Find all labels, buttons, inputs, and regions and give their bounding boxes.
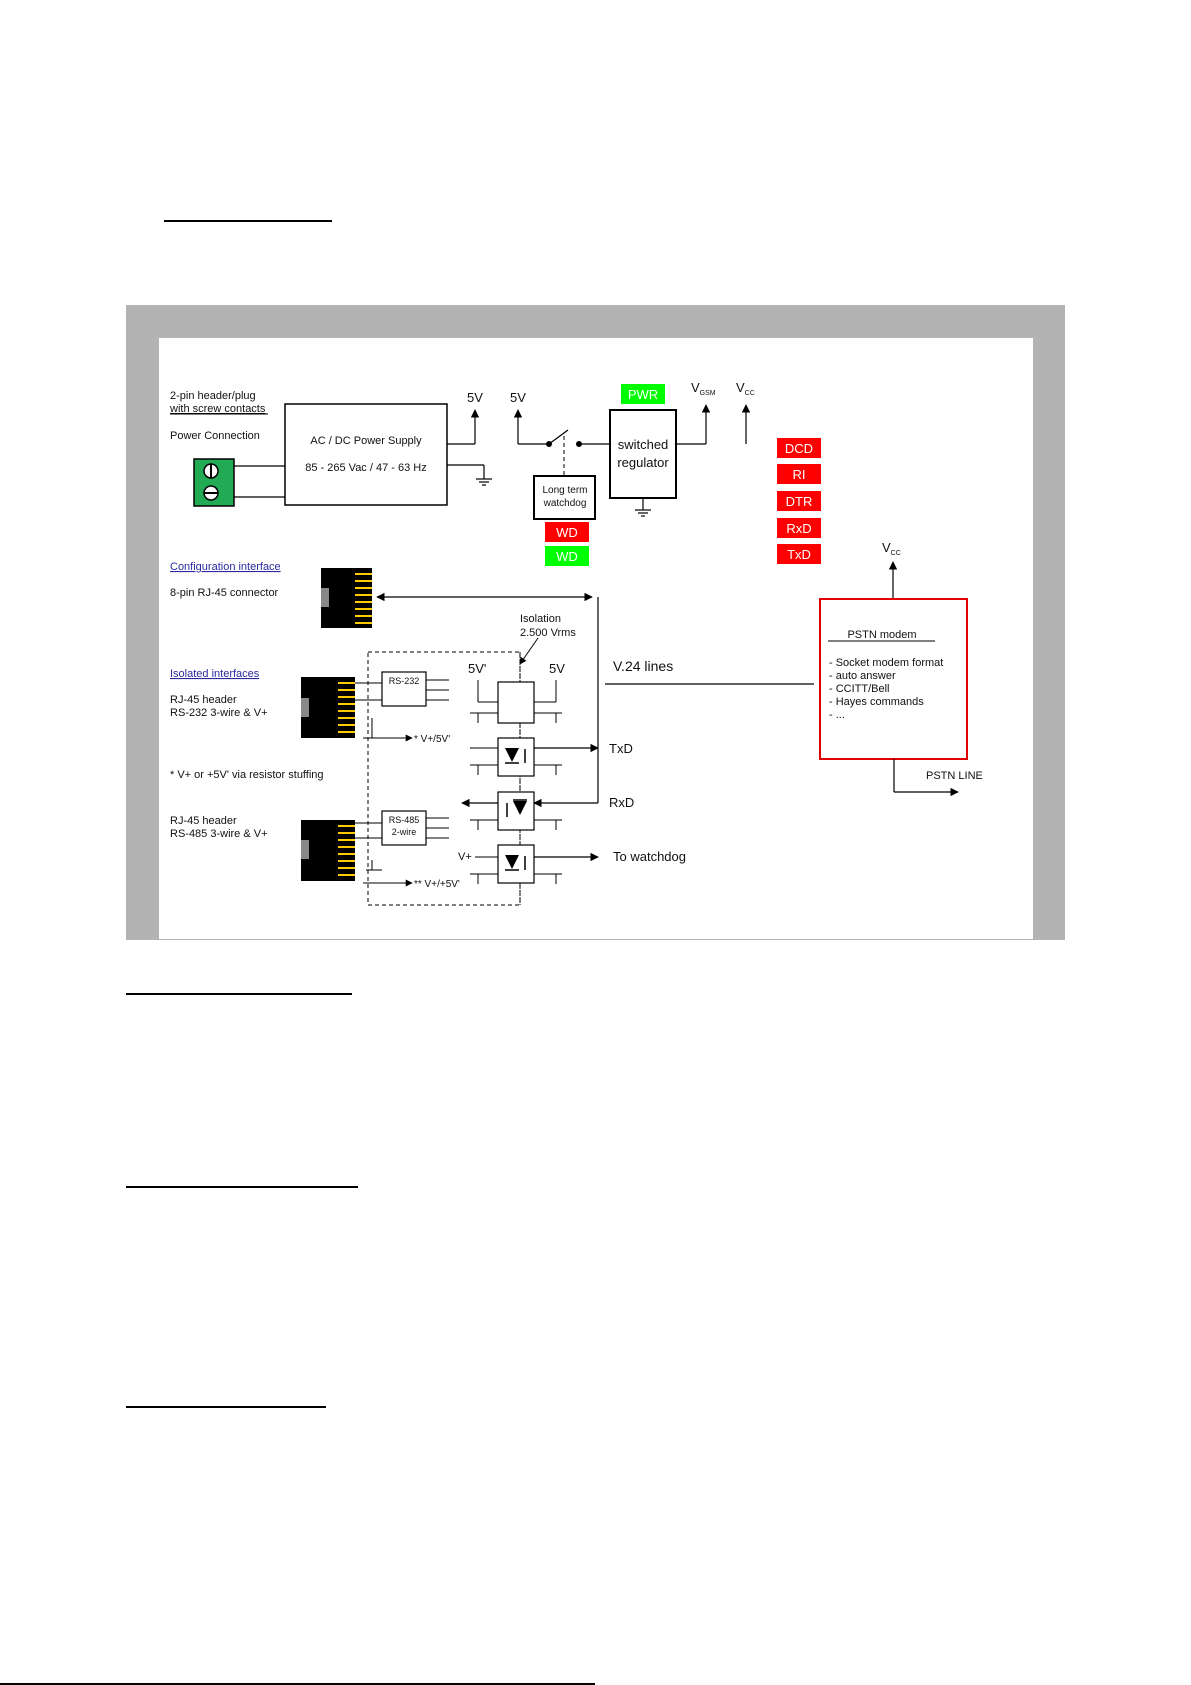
section-rule-2: [126, 1186, 358, 1188]
dcd-badge: [777, 438, 821, 458]
wd-green-badge-label: WD: [556, 549, 578, 564]
regulator-label-line1: switched: [618, 437, 669, 452]
isolated-interfaces-title: Isolated interfaces: [170, 668, 260, 680]
isolation-label-line1: Isolation: [520, 613, 561, 625]
status-badges: PWR WD WD DCD RI DTR RxD TxD: [545, 384, 821, 566]
rs485-box-label-line1: RS-485: [389, 815, 420, 825]
rs232-header-line2: RS-232 3-wire & V+: [170, 707, 268, 719]
isolated-5v-prime-label: 5V': [468, 661, 486, 676]
dcd-badge-label: DCD: [785, 441, 813, 456]
modem-feature-1: - Socket modem format: [829, 657, 943, 669]
dtr-badge: [777, 491, 821, 511]
rs485-header-line1: RJ-45 header: [170, 815, 237, 827]
ground-symbol-psu: [476, 478, 492, 486]
isolated-section: Isolated interfaces RJ-45 header RS-232 …: [170, 668, 460, 890]
switch-5v-label: 5V: [510, 390, 526, 405]
pwr-badge: [621, 384, 665, 404]
rj45-rs232-icon: [301, 677, 355, 738]
psu-title: AC / DC Power Supply: [310, 435, 422, 447]
regulator-label-line2: regulator: [617, 455, 669, 470]
vgsm-label: VGSM: [691, 380, 716, 397]
wd-red-badge: [545, 522, 589, 542]
rs232-box-label: RS-232: [389, 676, 420, 686]
power-connection-label: Power Connection: [170, 430, 260, 442]
switched-regulator-box: [609, 409, 677, 499]
isolation-barrier: Isolation 2.500 Vrms 5V' 5V: [367, 613, 576, 906]
psu-range: 85 - 265 Vac / 47 - 63 Hz: [305, 462, 426, 474]
ri-badge: [777, 464, 821, 484]
rs485-supply-note: ** V+/+5V': [414, 879, 460, 890]
modem-feature-4: - Hayes commands: [829, 696, 924, 708]
watchdog-label-line1: Long term: [542, 485, 587, 496]
signal-labels: V.24 lines TxD RxD To watchdog: [605, 658, 814, 864]
txd-signal-label: TxD: [609, 741, 633, 756]
isolation-components: V+: [458, 680, 599, 884]
dcdc-converter-box: [497, 681, 535, 724]
section-rule-top: [164, 220, 332, 222]
header-label-line2: with screw contacts: [169, 403, 266, 415]
resistor-stuffing-note: * V+ or +5V' via resistor stuffing: [170, 769, 324, 781]
rxd-optocoupler-box: [497, 791, 535, 831]
ri-badge-label: RI: [793, 467, 806, 482]
pwr-badge-label: PWR: [628, 387, 658, 402]
watchdog-label-line2: watchdog: [543, 498, 587, 509]
rs485-transceiver-box: [381, 810, 427, 846]
wd-red-badge-label: WD: [556, 525, 578, 540]
txd-badge-label: TxD: [787, 547, 811, 562]
dtr-badge-label: DTR: [786, 494, 813, 509]
pstn-line-label: PSTN LINE: [926, 770, 983, 782]
psu-5v-label: 5V: [467, 390, 483, 405]
rs232-header-line1: RJ-45 header: [170, 694, 237, 706]
rj45-rs485-icon: [301, 820, 355, 881]
modem-feature-2: - auto answer: [829, 670, 896, 682]
vplus-label: V+: [458, 851, 472, 863]
rxd-signal-label: RxD: [609, 795, 634, 810]
config-section: Configuration interface 8-pin RJ-45 conn…: [170, 561, 599, 803]
rj45-connector-icon: [321, 568, 372, 628]
rs485-box-label-line2: 2-wire: [392, 827, 417, 837]
isolated-5v-label: 5V: [549, 661, 565, 676]
footer-rule: [0, 1683, 595, 1685]
ac-dc-power-supply-box: [284, 403, 448, 506]
config-connector-label: 8-pin RJ-45 connector: [170, 587, 279, 599]
ground-symbol-regulator: [635, 509, 651, 517]
pstn-modem-title: PSTN modem: [847, 629, 916, 641]
rs232-supply-note: * V+/5V': [414, 734, 450, 745]
long-term-watchdog-box: [533, 475, 596, 520]
header-label-line1: 2-pin header/plug: [170, 390, 256, 402]
rs485-header-line2: RS-485 3-wire & V+: [170, 828, 268, 840]
v24-lines-label: V.24 lines: [613, 658, 673, 674]
section-rule-1: [126, 993, 352, 995]
config-interface-title: Configuration interface: [170, 561, 281, 573]
rs232-transceiver-box: [381, 671, 427, 707]
pstn-modem-section: VCC PSTN modem - Socket modem format - a…: [819, 540, 983, 797]
section-rule-3: [126, 1406, 326, 1408]
modem-feature-5: - ...: [829, 709, 845, 721]
to-watchdog-label: To watchdog: [613, 849, 686, 864]
modem-vcc-label: VCC: [882, 540, 901, 557]
rxd-badge: [777, 518, 821, 538]
txd-optocoupler-box: [497, 737, 535, 777]
rxd-badge-label: RxD: [786, 521, 811, 536]
vcc-label: VCC: [736, 380, 755, 397]
wd-green-badge: [545, 546, 589, 566]
txd-badge: [777, 544, 821, 564]
screw-terminal-icon: [193, 458, 235, 507]
isolation-label-line2: 2.500 Vrms: [520, 627, 576, 639]
watchdog-optocoupler-box: [497, 844, 535, 884]
power-section: 2-pin header/plug with screw contacts Po…: [169, 380, 755, 520]
modem-feature-3: - CCITT/Bell: [829, 683, 890, 695]
